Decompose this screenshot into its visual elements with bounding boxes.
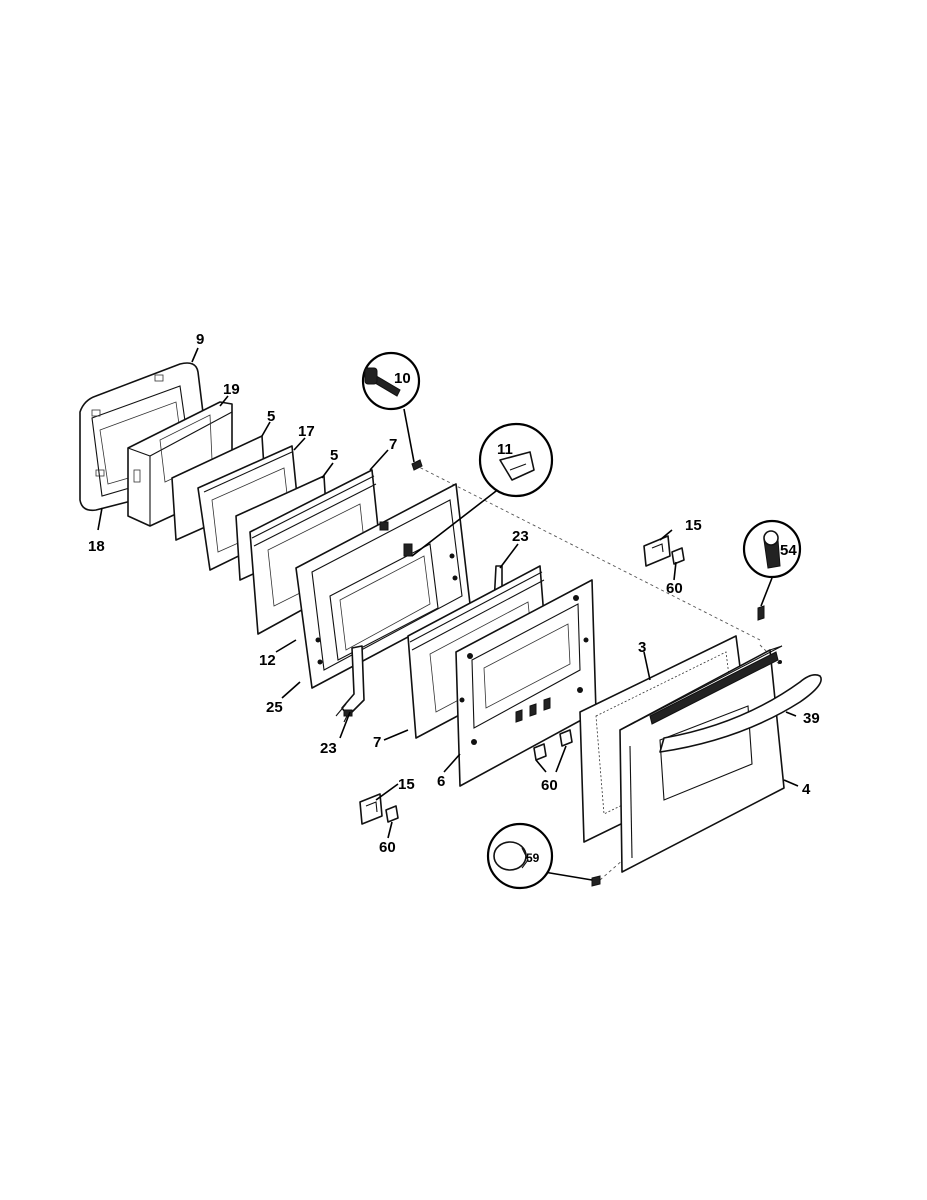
callout-11-bracket: [411, 422, 554, 557]
label-12: 12: [259, 652, 276, 669]
label-59: 59: [526, 851, 540, 865]
part-15-clip-upper: [643, 535, 671, 567]
plug-59-small: [591, 875, 601, 887]
part-60-pads-middle: [533, 729, 573, 761]
label-18: 18: [88, 538, 105, 555]
label-10: 10: [394, 370, 411, 387]
part-15-clip-lower: [359, 793, 383, 825]
label-6: 6: [437, 773, 445, 790]
callout-54-screw: [742, 519, 802, 607]
label-4: 4: [802, 781, 811, 798]
label-9: 9: [196, 331, 204, 348]
part-4-outer-door: [619, 645, 785, 873]
leader-lines: [97, 347, 799, 839]
callout-10-screw: [361, 351, 421, 463]
label-60-b: 60: [541, 777, 558, 794]
label-54: 54: [780, 542, 797, 559]
label-17: 17: [298, 423, 315, 440]
part-12-door-frame: [295, 483, 471, 689]
label-23-a: 23: [512, 528, 529, 545]
part-60-pad-upper: [671, 547, 685, 565]
label-7-b: 7: [373, 734, 381, 751]
part-labels: 9 19 5 17 5 7 10 11 18 23 15 60 54 12 3 …: [88, 331, 820, 865]
label-39: 39: [803, 710, 820, 727]
label-60-a: 60: [666, 580, 683, 597]
label-15-b: 15: [398, 776, 415, 793]
assembly-axis-line: [414, 464, 761, 641]
label-25: 25: [266, 699, 283, 716]
callout-59-plug: [486, 822, 593, 890]
part-39-door-handle: [659, 674, 822, 753]
part-60-pad-lower: [385, 805, 399, 823]
label-3: 3: [638, 639, 646, 656]
screw-10-small: [411, 459, 423, 471]
label-7-a: 7: [389, 436, 397, 453]
label-19: 19: [223, 381, 240, 398]
label-23-b: 23: [320, 740, 337, 757]
label-11: 11: [497, 441, 513, 458]
label-5-b: 5: [330, 447, 338, 464]
label-60-c: 60: [379, 839, 396, 856]
label-5-a: 5: [267, 408, 275, 425]
label-15-a: 15: [685, 517, 702, 534]
screw-54-small: [757, 605, 765, 621]
